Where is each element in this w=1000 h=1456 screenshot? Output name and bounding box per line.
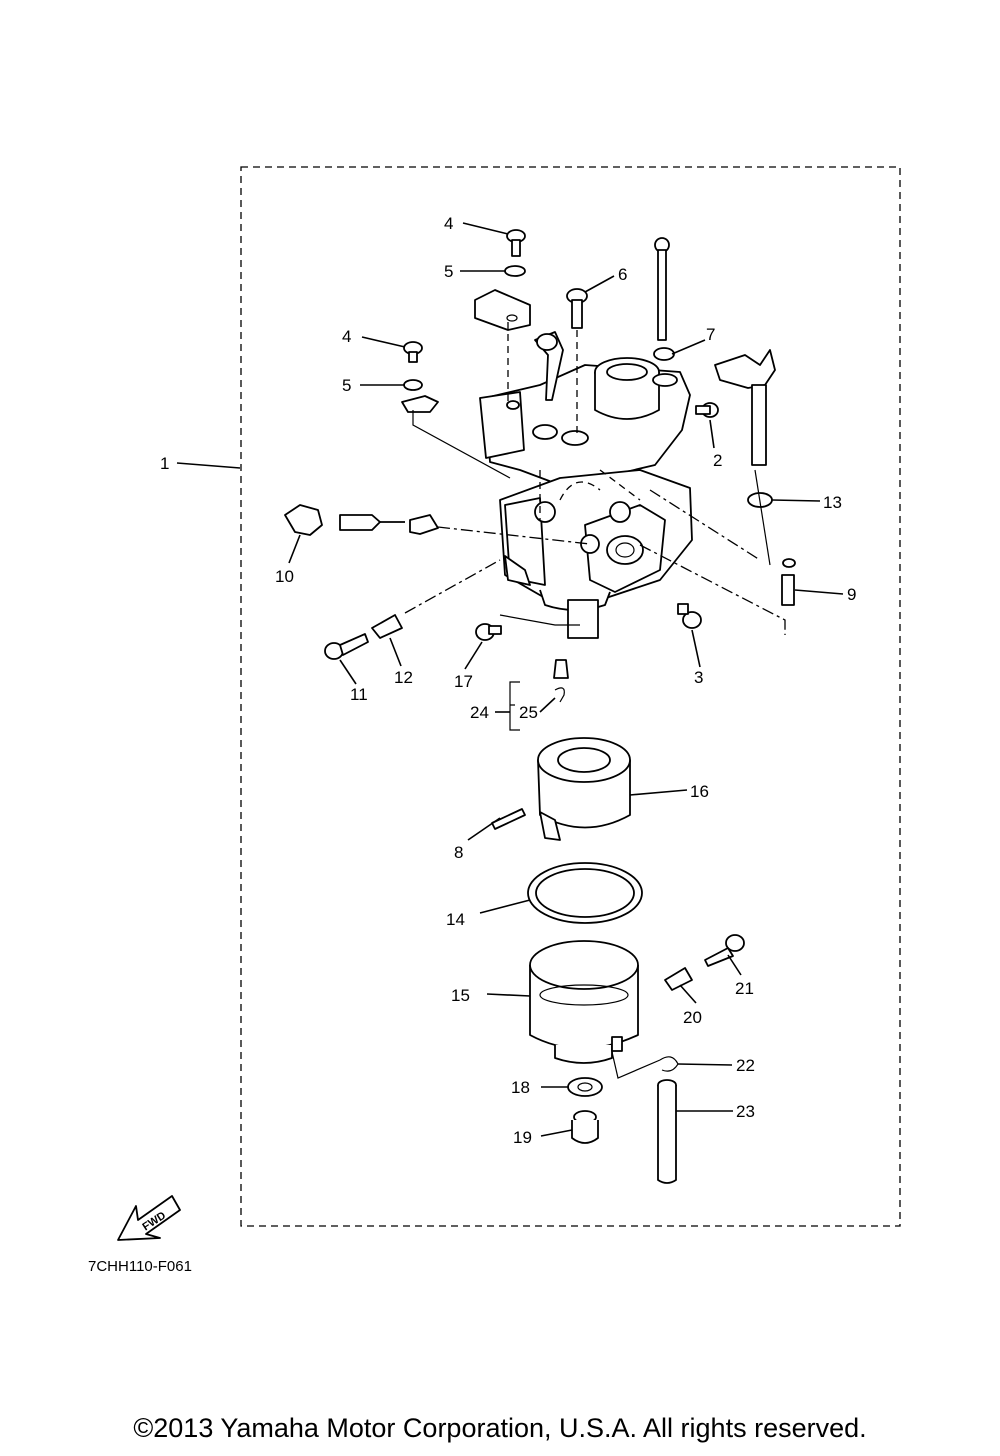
part-20-spring	[664, 967, 693, 991]
clip-bracket	[474, 289, 531, 331]
callout-1: 1	[160, 454, 169, 473]
callout-23: 23	[736, 1102, 755, 1121]
long-screw	[654, 237, 670, 341]
callout-4a: 4	[444, 214, 453, 233]
tab-bracket	[401, 395, 439, 413]
callout-24: 24	[470, 703, 489, 722]
part-3-screw	[677, 603, 702, 629]
part-2-screw	[695, 402, 719, 418]
callout-19: 19	[513, 1128, 532, 1147]
figure-code: 7CHH110-F061	[88, 1258, 192, 1275]
part-21-screw	[704, 934, 745, 967]
callout-10: 10	[275, 567, 294, 586]
part-17-screw	[475, 623, 502, 641]
fwd-arrow-icon: FWD	[117, 1195, 181, 1241]
callout-7: 7	[706, 325, 715, 344]
callout-11: 11	[350, 685, 368, 704]
part-9-jet	[781, 558, 796, 606]
part-25-clip	[554, 687, 565, 703]
part-5-washer-lower	[403, 379, 423, 391]
callout-9: 9	[847, 585, 856, 604]
part-18-washer	[567, 1077, 603, 1097]
part-19-drain-plug	[571, 1110, 599, 1144]
callout-8: 8	[454, 843, 463, 862]
part-4-screw-upper	[506, 229, 526, 257]
callout-5a: 5	[444, 262, 453, 281]
callout-18: 18	[511, 1078, 530, 1097]
callout-20: 20	[683, 1008, 702, 1027]
callout-16: 16	[690, 782, 709, 801]
callout-13: 13	[823, 493, 842, 512]
leader-lines	[176, 222, 844, 1137]
callout-2: 2	[713, 451, 722, 470]
carburetor-body	[479, 331, 693, 639]
callout-21: 21	[735, 979, 754, 998]
callout-22: 22	[736, 1056, 755, 1075]
part-4-screw-lower	[403, 341, 423, 363]
part-6-screw	[566, 288, 588, 329]
part-15-float-bowl	[529, 940, 639, 1064]
callout-labels: 1 4 5 6 4 5 7 2 13 9 10 11 12 17 3 24 25…	[160, 214, 856, 1147]
part-10-needle-assembly	[284, 504, 439, 536]
callout-14: 14	[446, 910, 465, 929]
part-8-pin	[491, 808, 526, 830]
choke-shaft	[714, 349, 776, 466]
callout-17: 17	[454, 672, 473, 691]
part-7-washer	[653, 347, 675, 361]
part-11-screw	[324, 633, 369, 660]
callout-12: 12	[394, 668, 413, 687]
part-16-float	[537, 737, 631, 841]
part-5-washer-upper	[504, 265, 526, 277]
callout-5b: 5	[342, 376, 351, 395]
callout-25: 25	[519, 703, 538, 722]
callout-4b: 4	[342, 327, 351, 346]
part-12-spring	[371, 614, 403, 639]
part-23-tube	[657, 1079, 677, 1184]
assembly-boundary	[240, 166, 901, 1227]
callout-3: 3	[694, 668, 703, 687]
callout-6: 6	[618, 265, 627, 284]
assembly-lines	[404, 322, 786, 1079]
part-22-clip	[659, 1056, 679, 1072]
callout-15: 15	[451, 986, 470, 1005]
part-14-gasket	[527, 862, 643, 924]
part-24-float-needle	[553, 659, 569, 679]
copyright-notice: ©2013 Yamaha Motor Corporation, U.S.A. A…	[133, 1413, 867, 1443]
